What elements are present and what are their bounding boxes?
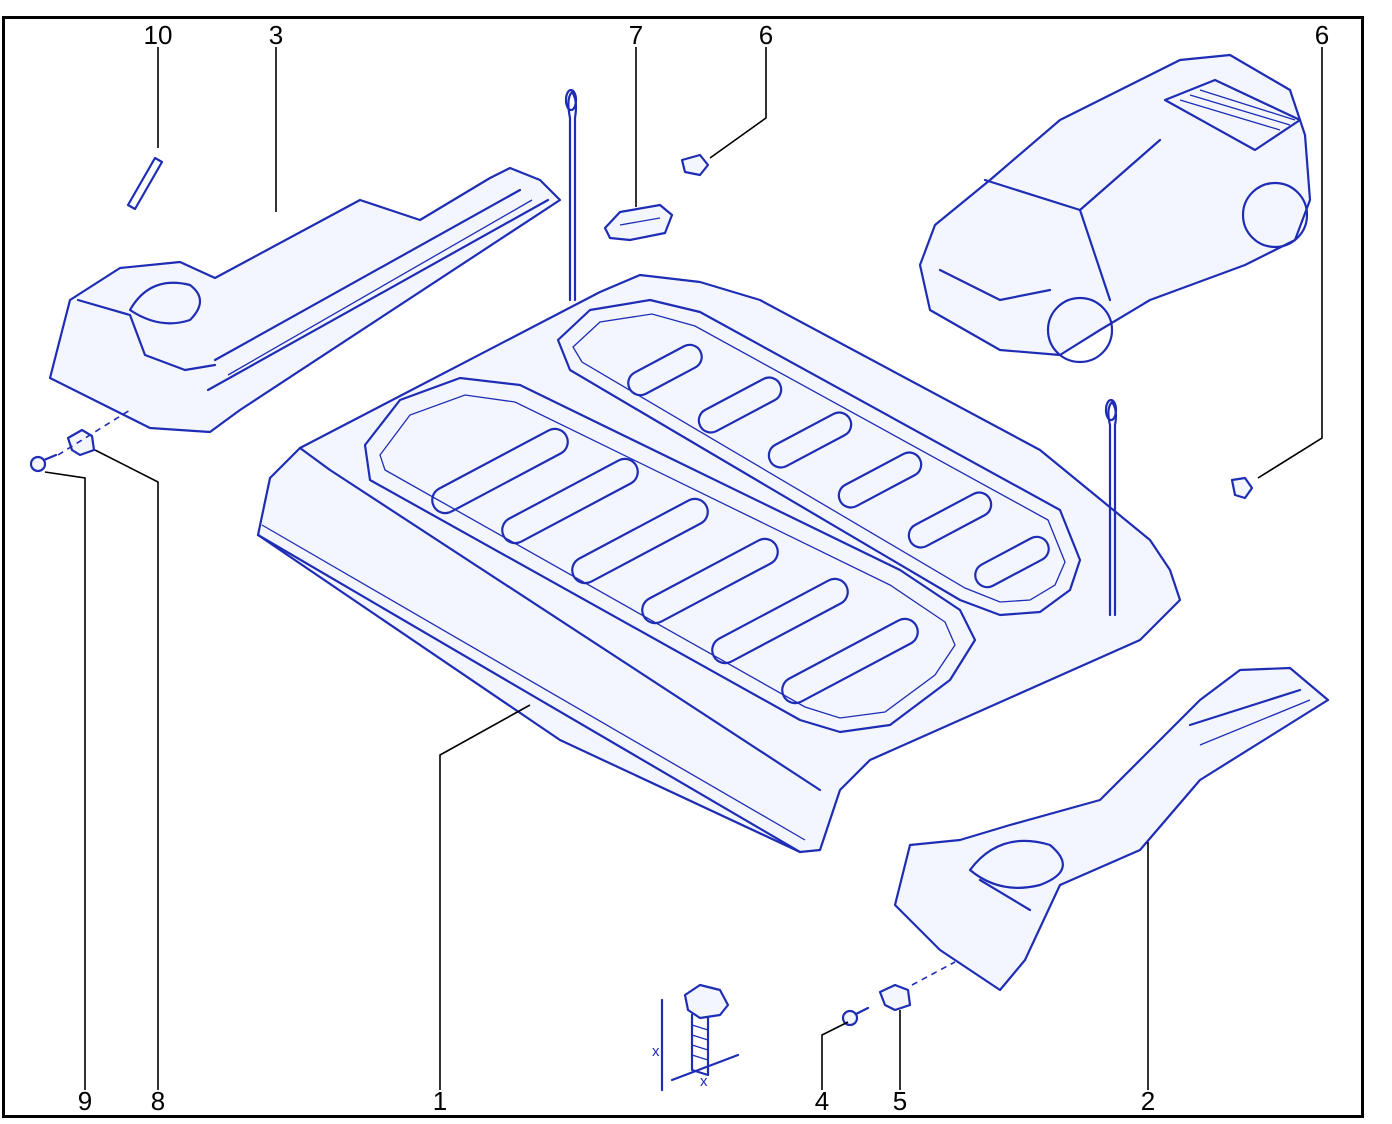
callout-4: 4 bbox=[815, 1086, 829, 1116]
shelf-strap-right bbox=[1104, 398, 1118, 617]
callout-1: 1 bbox=[433, 1086, 447, 1116]
parcel-shelf bbox=[256, 273, 1182, 854]
clip-part-6-right bbox=[1230, 476, 1254, 500]
callout-2: 2 bbox=[1141, 1086, 1155, 1116]
callout-6-top: 6 bbox=[759, 20, 773, 50]
vehicle-location-thumbnail bbox=[918, 53, 1312, 364]
callout-7: 7 bbox=[629, 20, 643, 50]
callout-5: 5 bbox=[893, 1086, 907, 1116]
bolt-dim-x-horizontal: x bbox=[700, 1073, 708, 1090]
screw-part-4-right bbox=[841, 1006, 870, 1027]
shelf-strap-left bbox=[564, 88, 578, 302]
bolt-dimension-symbol: x x bbox=[652, 983, 740, 1092]
fastener-part-8-left bbox=[66, 428, 96, 457]
strip-part-10 bbox=[126, 156, 164, 211]
side-trim-left bbox=[48, 166, 562, 434]
callout-3: 3 bbox=[269, 20, 283, 50]
bolt-dim-x-vertical: x bbox=[652, 1043, 660, 1060]
hook-part-7 bbox=[603, 203, 674, 242]
leader-lines bbox=[44, 47, 1323, 1090]
callout-8: 8 bbox=[151, 1086, 165, 1116]
callout-6-right: 6 bbox=[1315, 20, 1329, 50]
fastener-part-5-right bbox=[878, 983, 912, 1012]
side-trim-right bbox=[893, 666, 1330, 992]
callout-9: 9 bbox=[78, 1086, 92, 1116]
shelf-slots-left bbox=[431, 427, 919, 705]
clip-part-6-top bbox=[680, 153, 710, 177]
assembly-arrow-left bbox=[57, 409, 131, 456]
shelf-slots-right bbox=[627, 343, 1050, 589]
assembly-arrow-right bbox=[911, 961, 956, 986]
diagram-frame bbox=[2, 16, 1364, 1118]
screw-part-9-left bbox=[29, 453, 58, 473]
callout-10: 10 bbox=[144, 20, 173, 50]
